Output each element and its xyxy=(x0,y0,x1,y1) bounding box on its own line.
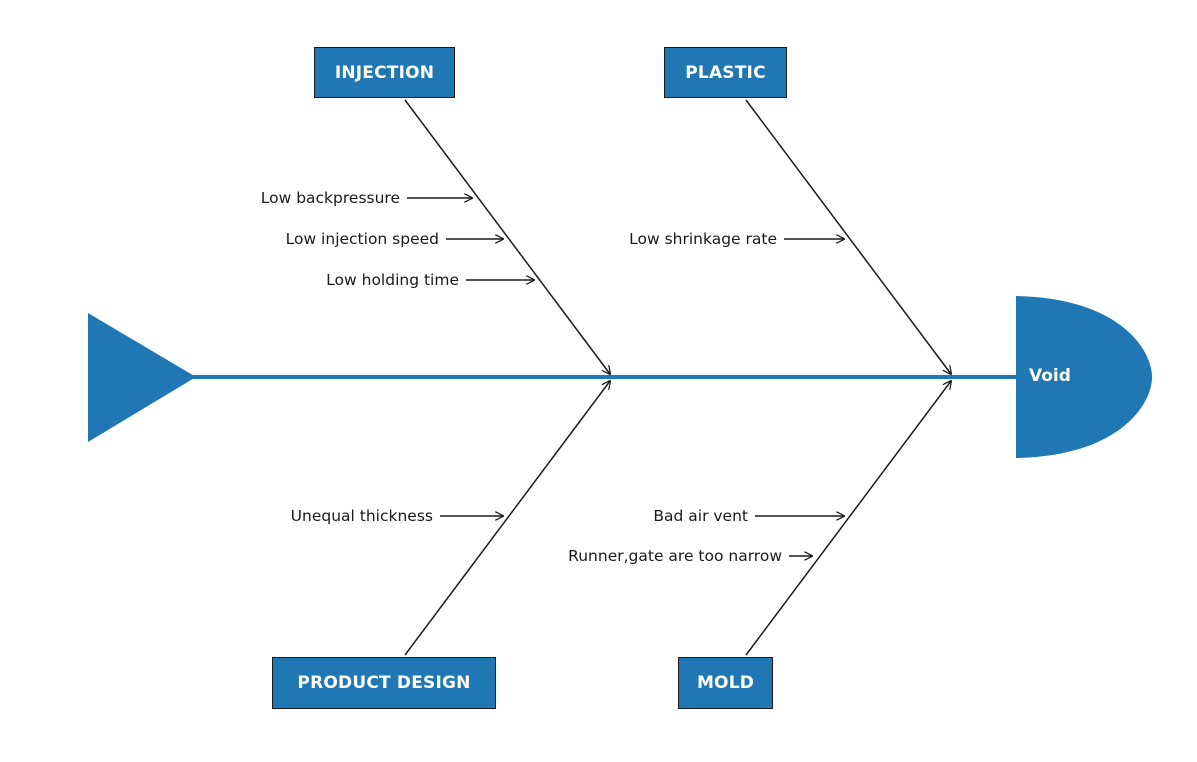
effect-label: Void xyxy=(1029,366,1071,386)
cause-label: Bad air vent xyxy=(653,507,748,525)
cause-label: Low shrinkage rate xyxy=(629,230,777,248)
category-box-mold: MOLD xyxy=(678,657,773,709)
fish-tail xyxy=(88,313,196,442)
bone-injection xyxy=(404,99,610,374)
fish-head xyxy=(1016,296,1152,458)
category-box-injection: INJECTION xyxy=(314,47,455,98)
cause-label: Low backpressure xyxy=(260,189,400,207)
cause-label: Unequal thickness xyxy=(290,507,433,525)
category-box-product-design: PRODUCT DESIGN xyxy=(272,657,496,709)
category-box-plastic: PLASTIC xyxy=(664,47,787,98)
cause-label: Low injection speed xyxy=(285,230,439,248)
cause-label: Runner,gate are too narrow xyxy=(568,547,782,565)
bone-product-design xyxy=(404,381,610,656)
bone-mold xyxy=(745,381,951,656)
cause-label: Low holding time xyxy=(326,271,459,289)
bone-plastic xyxy=(745,99,951,374)
